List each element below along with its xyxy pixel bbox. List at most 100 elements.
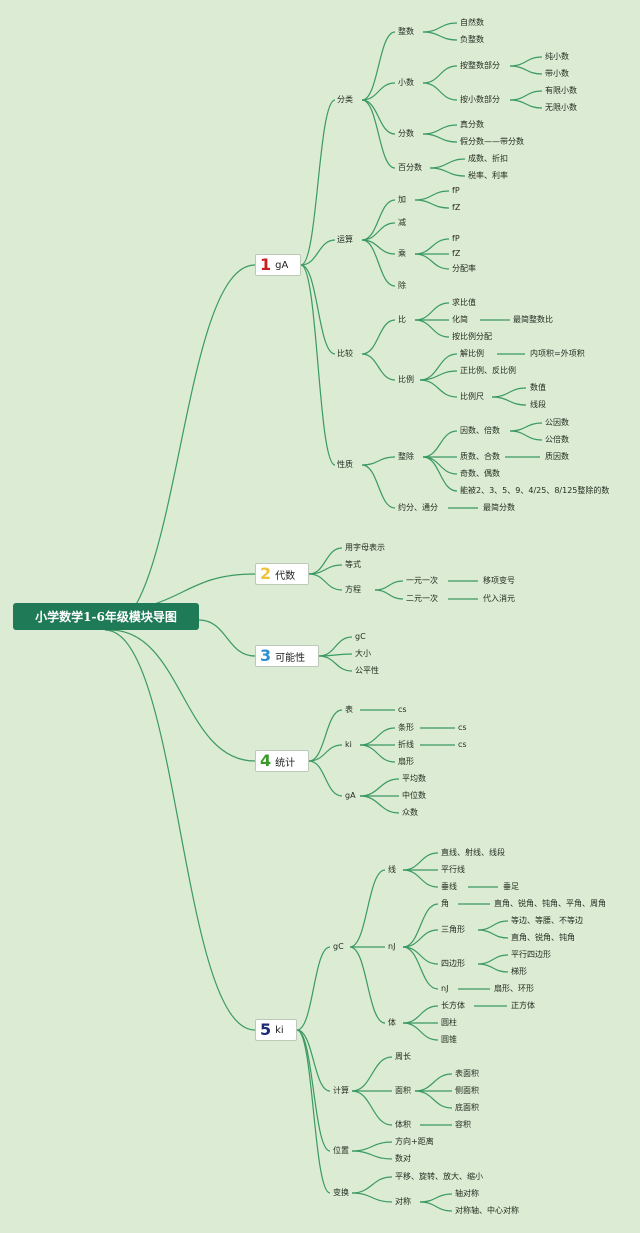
connector (509, 56, 543, 67)
connector (300, 264, 336, 466)
node-daxiao: 大小 (355, 649, 371, 658)
node-neixiang: 内项积=外项积 (530, 349, 585, 358)
branch-1-node[interactable]: 1 gA (255, 254, 301, 276)
connector (491, 387, 527, 398)
connector (477, 963, 509, 973)
connector (429, 158, 466, 169)
branch-2-number: 2 (260, 564, 272, 583)
connector (402, 1005, 439, 1024)
node-duicheng: 对称 (395, 1197, 411, 1206)
node-dimian: 底面积 (455, 1103, 479, 1112)
node-changfang: 长方体 (441, 1001, 465, 1010)
node-anzhengshu: 按整数部分 (460, 61, 500, 70)
node-yixiang: 移项变号 (483, 576, 515, 585)
connector (300, 239, 336, 266)
connector (318, 655, 353, 672)
connector (351, 1192, 393, 1203)
node-zhouchang: 周长 (395, 1052, 411, 1061)
branch-3-node[interactable]: 3 可能性 (255, 645, 319, 667)
connector (402, 903, 439, 948)
connector (509, 99, 543, 109)
connector (422, 430, 458, 458)
connector (296, 946, 331, 1031)
node-ziranshu: 自然数 (460, 18, 484, 27)
node-b4-shanxing: 扇形 (398, 757, 414, 766)
connector (402, 1022, 439, 1041)
node-chengshu: 成数、折扣 (468, 154, 508, 163)
node-bianhuan: 变换 (333, 1188, 349, 1197)
node-rongji: 容积 (455, 1120, 471, 1129)
node-zhishu: 质数、合数 (460, 452, 500, 461)
node-wuxian: 无限小数 (545, 103, 577, 112)
connector (422, 22, 458, 33)
connector (361, 464, 396, 509)
node-tiaoxing: 条形 (398, 723, 414, 732)
node-zhengchu: 整除 (398, 452, 414, 461)
connector (198, 619, 256, 657)
connector (402, 946, 439, 990)
node-nj: nJ (388, 942, 396, 951)
branch-2-node[interactable]: 2 代数 (255, 563, 309, 585)
connector (300, 99, 336, 266)
connector (414, 1090, 453, 1109)
connector (422, 31, 458, 41)
connector (422, 82, 458, 101)
node-jia: 加 (398, 195, 406, 204)
connector (296, 1029, 331, 1194)
connector (308, 760, 343, 797)
node-xian: 线 (388, 865, 396, 874)
node-zhexian-cs: cs (458, 740, 467, 749)
connector (477, 954, 509, 965)
node-dengshi: 等式 (345, 560, 361, 569)
node-anxiaoshu: 按小数部分 (460, 95, 500, 104)
connector (349, 869, 386, 948)
node-gongyinshu: 公因数 (545, 418, 569, 427)
node-bijiao: 比较 (337, 349, 353, 358)
connector (414, 302, 450, 321)
node-jiao-types: 直角、锐角、钝角、平角、周角 (494, 899, 606, 908)
node-zuijianfen: 最简分数 (483, 503, 515, 512)
connector (414, 319, 450, 338)
connector (414, 190, 450, 201)
connector (361, 199, 396, 241)
connector (422, 456, 458, 475)
connector (359, 778, 400, 797)
node-zhixian: 直线、射线、线段 (441, 848, 505, 857)
branch-4-node[interactable]: 4 统计 (255, 750, 309, 772)
connector (349, 946, 386, 1024)
node-jisuan: 计算 (333, 1086, 349, 1095)
node-bi: 比 (398, 315, 406, 324)
branch-5-label: ki (275, 1024, 284, 1036)
connector (359, 727, 396, 746)
connector (361, 353, 396, 381)
node-eryuan: 二元一次 (406, 594, 438, 603)
node-cheng-a: fP (452, 234, 460, 243)
node-cheng-b: fZ (452, 249, 461, 258)
connector (374, 589, 404, 600)
connector (422, 124, 458, 135)
connector (361, 222, 396, 241)
node-gongbeishu: 公倍数 (545, 435, 569, 444)
node-pingyi: 平移、旋转、放大、缩小 (395, 1172, 483, 1181)
connector (296, 1029, 331, 1092)
node-sibian-b: 梯形 (511, 967, 527, 976)
connector (402, 929, 439, 948)
branch-4-label: 统计 (275, 757, 296, 769)
node-qiubizhi: 求比值 (452, 298, 476, 307)
node-mianji: 面积 (395, 1086, 411, 1095)
node-chuizu: 垂足 (503, 882, 519, 891)
node-jishu: 奇数、偶数 (460, 469, 500, 478)
connector (509, 90, 543, 101)
node-jia-b: fZ (452, 203, 461, 212)
node-shuzhi: 数值 (530, 383, 546, 392)
node-yuefen: 约分、通分 (398, 503, 438, 512)
connector (429, 167, 466, 177)
node-jiebili: 解比例 (460, 349, 484, 358)
node-zhongwei: 中位数 (402, 791, 426, 800)
connector (414, 199, 450, 209)
node-sanjiao: 三角形 (441, 925, 465, 934)
branch-5-node[interactable]: 5 ki (255, 1019, 297, 1041)
connector (419, 1193, 453, 1203)
connector (361, 319, 396, 355)
